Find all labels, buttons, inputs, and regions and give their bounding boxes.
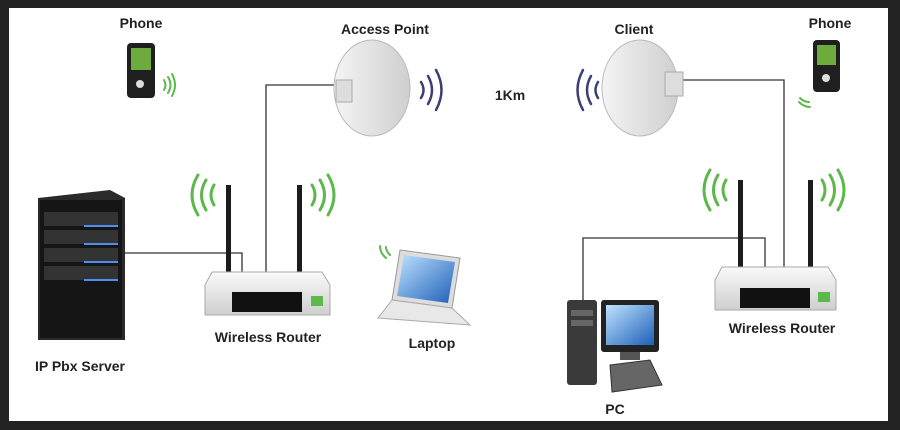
- access-point: Access Point: [333, 21, 443, 137]
- router-icon: [204, 185, 331, 316]
- distance-label: 1Km: [495, 87, 525, 103]
- laptop: Laptop: [377, 245, 472, 351]
- wireless-router-left: Wireless Router: [190, 173, 336, 345]
- phone-icon: [127, 43, 155, 98]
- cable-client-router: [678, 79, 785, 268]
- server-label: IP Pbx Server: [35, 358, 126, 374]
- router-icon: [714, 180, 837, 311]
- phone-right: Phone: [798, 15, 852, 108]
- radio-signal-icon: [576, 68, 600, 112]
- client-label: Client: [615, 21, 654, 37]
- wifi-signal-icon: [163, 73, 176, 97]
- router-right-label: Wireless Router: [729, 320, 836, 336]
- wifi-signal-icon: [379, 245, 391, 259]
- antenna-disc-icon: [601, 39, 684, 137]
- antenna-disc-icon: [333, 39, 411, 137]
- desktop-computer-icon: [567, 300, 663, 393]
- cable-lines: [125, 79, 785, 302]
- access-point-label: Access Point: [341, 21, 429, 37]
- wifi-signal-icon: [702, 168, 846, 212]
- wifi-signal-icon: [798, 97, 811, 108]
- router-left-label: Wireless Router: [215, 329, 322, 345]
- cable-router-access-point: [265, 84, 345, 272]
- wireless-router-right: Wireless Router: [702, 168, 846, 336]
- pc-label: PC: [605, 401, 624, 417]
- ip-pbx-server: IP Pbx Server: [35, 190, 126, 374]
- phone-right-label: Phone: [809, 15, 852, 31]
- laptop-label: Laptop: [409, 335, 456, 351]
- cable-pc-router: [582, 237, 766, 302]
- phone-left: Phone: [120, 15, 176, 98]
- server-icon: [38, 190, 125, 340]
- radio-signal-icon: [419, 68, 443, 112]
- client-station: Client: [576, 21, 684, 137]
- phone-left-label: Phone: [120, 15, 163, 31]
- wifi-signal-icon: [190, 173, 336, 217]
- cable-server-router: [125, 252, 243, 272]
- phone-icon: [813, 40, 840, 92]
- laptop-icon: [377, 249, 472, 326]
- pc: PC: [567, 300, 663, 417]
